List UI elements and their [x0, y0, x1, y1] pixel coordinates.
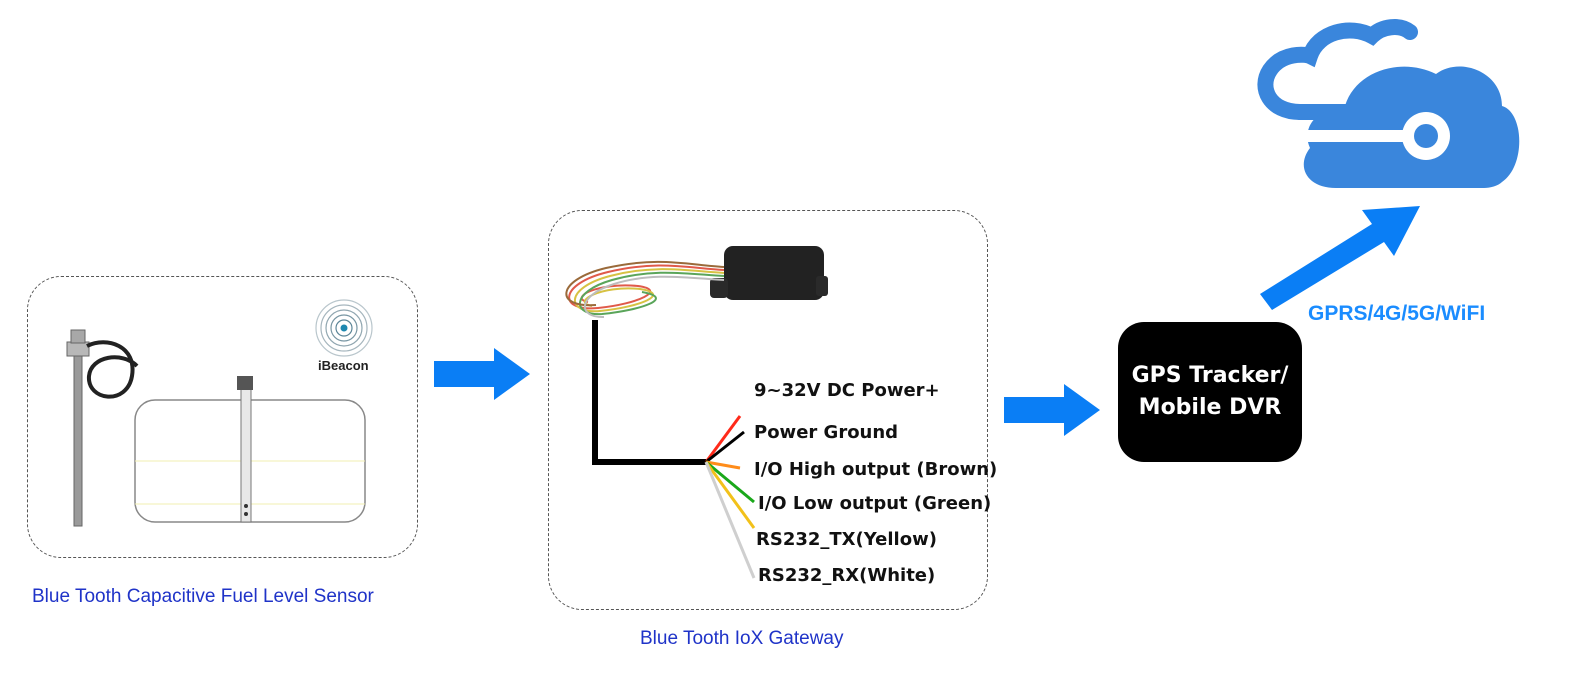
tracker-line-2: Mobile DVR [1138, 395, 1282, 420]
gateway-panel [548, 210, 988, 610]
sensor-panel [27, 276, 418, 558]
cloud-icon [1254, 19, 1520, 188]
wire-label-ground: Power Ground [754, 422, 899, 443]
ibeacon-label: iBeacon [318, 358, 369, 373]
sensor-caption: Blue Tooth Capacitive Fuel Level Sensor [32, 586, 374, 607]
ibeacon-icon [315, 299, 373, 357]
gateway-caption: Blue Tooth IoX Gateway [640, 628, 844, 649]
arrow-right-icon [1004, 384, 1100, 436]
tracker-line-1: GPS Tracker/ [1131, 363, 1289, 388]
arrow-right-icon [434, 348, 530, 400]
arrow-up-right-icon [1260, 206, 1420, 310]
wire-label-io-high: I/O High output (Brown) [754, 459, 998, 480]
gateway-device-illustration [565, 246, 828, 579]
gps-tracker-box: GPS Tracker/ Mobile DVR [1118, 322, 1302, 462]
fuel-sensor-illustration [66, 329, 366, 527]
wire-label-io-low: I/O Low output (Green) [758, 493, 992, 514]
wire-label-rs232-rx: RS232_RX(White) [758, 565, 936, 586]
wire-label-rs232-tx: RS232_TX(Yellow) [756, 529, 937, 550]
wire-label-power: 9~32V DC Power+ [754, 380, 940, 401]
network-label: GPRS/4G/5G/WiFI [1308, 302, 1486, 325]
